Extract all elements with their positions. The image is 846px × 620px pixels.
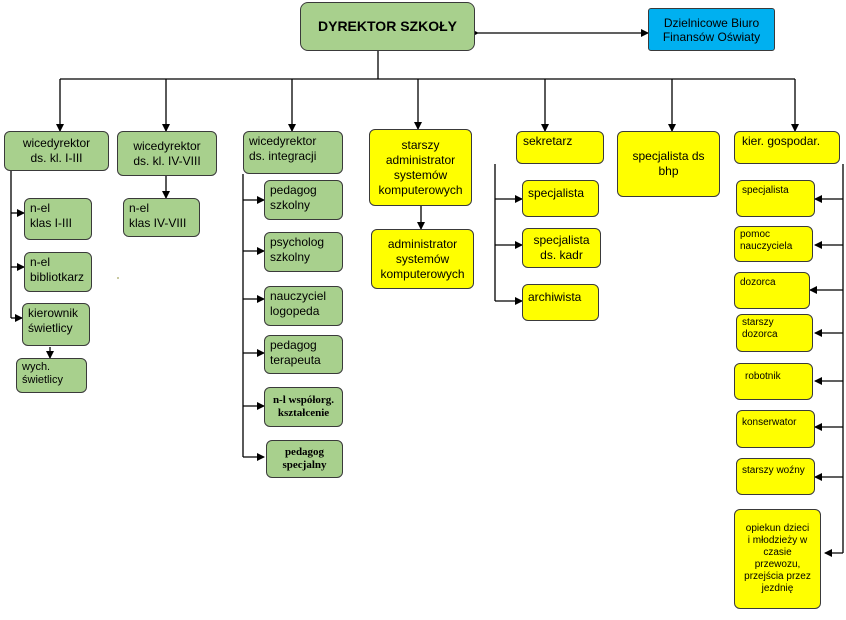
facility-manager-box: kier. gospodar. (734, 131, 840, 164)
secretary-specialist-box: specjalista (522, 180, 599, 217)
safety-specialist-label: specjalista ds bhp (632, 149, 705, 178)
speech-therapist-box: nauczyciel logopeda (264, 286, 343, 326)
archivist-label: archiwista (528, 290, 582, 304)
system-admin-box: administrator systemów komputerowych (371, 229, 474, 289)
after-school-educator-box: wych. świetlicy (16, 358, 87, 393)
caretaker-label: dozorca (740, 277, 776, 288)
librarian-box: n-el bibliotkarz (24, 252, 92, 292)
transport-guardian-label: opiekun dzieci i młodzieży w czasie prze… (744, 523, 811, 594)
special-pedagogue-label: pedagog specjalny (282, 446, 327, 471)
senior-janitor-box: starszy woźny (736, 458, 815, 495)
school-pedagogue-label: pedagog szkolny (270, 183, 317, 212)
director-box: DYREKTOR SZKOŁY (300, 2, 475, 51)
senior-system-admin-label: starszy administrator systemów komputero… (378, 137, 463, 197)
transport-guardian-box: opiekun dzieci i młodzieży w czasie prze… (734, 509, 821, 609)
archivist-box: archiwista (522, 284, 599, 321)
teacher-grades-1-3-label: n-el klas I-III (30, 201, 73, 230)
system-admin-label: administrator systemów komputerowych (380, 236, 465, 281)
senior-caretaker-box: starszy dozorca (736, 314, 813, 352)
teacher-grades-4-8-box: n-el klas IV-VIII (123, 198, 200, 237)
stray-dot (117, 277, 119, 279)
vice-director-integration-label: wicedyrektor ds. integracji (249, 134, 317, 163)
teacher-grades-4-8-label: n-el klas IV-VIII (129, 201, 187, 230)
teacher-grades-1-3-box: n-el klas I-III (24, 198, 92, 240)
facility-specialist-box: specjalista (736, 180, 815, 217)
vice-director-grades-1-3-box: wicedyrektor ds. kl. I-III (4, 131, 109, 171)
after-school-manager-box: kierownik świetlicy (22, 303, 90, 346)
facility-specialist-label: specjalista (742, 185, 789, 196)
teacher-assistant-label: pomoc nauczyciela (740, 229, 793, 252)
senior-janitor-label: starszy woźny (742, 465, 805, 476)
after-school-educator-label: wych. świetlicy (22, 361, 63, 386)
caretaker-box: dozorca (734, 272, 810, 309)
school-psychologist-label: psycholog szkolny (270, 235, 325, 264)
school-psychologist-box: psycholog szkolny (264, 232, 343, 272)
maintenance-worker-label: konserwator (742, 417, 797, 428)
co-organizing-teacher-label: n-l współorg. kształcenie (272, 394, 335, 419)
director-label: DYREKTOR SZKOŁY (318, 18, 457, 34)
teacher-assistant-box: pomoc nauczyciela (734, 226, 813, 262)
special-pedagogue-box: pedagog specjalny (266, 440, 343, 478)
vice-director-grades-1-3-label: wicedyrektor ds. kl. I-III (22, 136, 91, 165)
hr-specialist-label: specjalista ds. kadr (533, 233, 590, 262)
laborer-label: robotnik (745, 371, 781, 382)
co-organizing-teacher-box: n-l współorg. kształcenie (264, 387, 343, 427)
after-school-manager-label: kierownik świetlicy (28, 306, 79, 335)
vice-director-grades-4-8-label: wicedyrektor ds. kl. IV-VIII (133, 138, 201, 168)
vice-director-integration-box: wicedyrektor ds. integracji (243, 131, 343, 174)
school-pedagogue-box: pedagog szkolny (264, 180, 343, 220)
senior-system-admin-box: starszy administrator systemów komputero… (369, 129, 472, 206)
finance-office-label: Dzielnicowe Biuro Finansów Oświaty (662, 15, 761, 44)
senior-caretaker-label: starszy dozorca (742, 317, 778, 340)
speech-therapist-label: nauczyciel logopeda (270, 289, 327, 318)
hr-specialist-box: specjalista ds. kadr (522, 228, 601, 268)
secretary-box: sekretarz (516, 131, 604, 164)
maintenance-worker-box: konserwator (736, 410, 815, 448)
pedagogue-therapist-label: pedagog terapeuta (270, 338, 321, 367)
vice-director-grades-4-8-box: wicedyrektor ds. kl. IV-VIII (117, 131, 217, 176)
librarian-label: n-el bibliotkarz (30, 255, 85, 284)
facility-manager-label: kier. gospodar. (742, 134, 821, 148)
pedagogue-therapist-box: pedagog terapeuta (264, 335, 343, 374)
finance-office-box: Dzielnicowe Biuro Finansów Oświaty (648, 8, 775, 51)
secretary-specialist-label: specjalista (528, 186, 585, 200)
laborer-box: robotnik (734, 363, 813, 400)
secretary-label: sekretarz (523, 134, 573, 148)
safety-specialist-box: specjalista ds bhp (617, 131, 720, 197)
